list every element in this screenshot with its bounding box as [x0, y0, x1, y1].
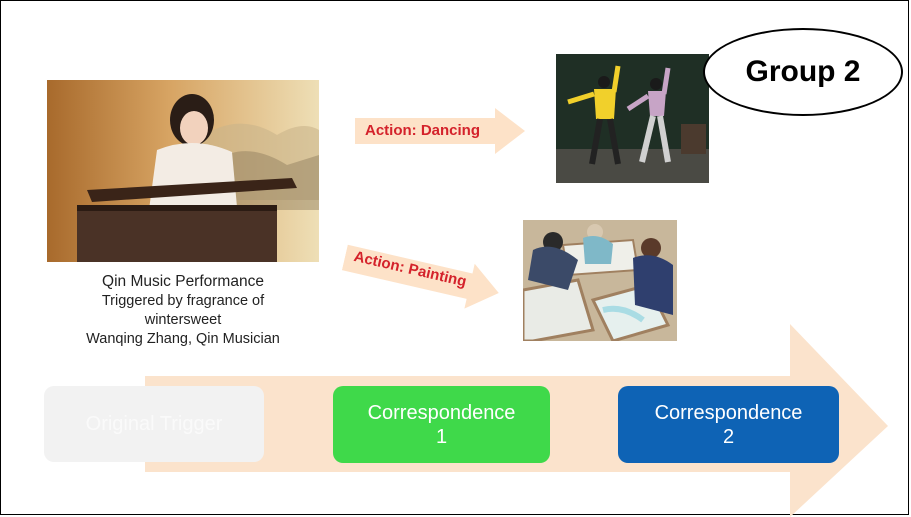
- stage-correspondence-1: Correspondence 1: [333, 386, 550, 463]
- stage-correspondence-2-label: Correspondence 2: [654, 401, 803, 448]
- source-caption: Qin Music Performance Triggered by fragr…: [58, 272, 308, 349]
- caption-credit: Wanqing Zhang, Qin Musician: [86, 331, 280, 347]
- action-arrow-painting: [341, 244, 499, 309]
- action-arrow-dancing: [355, 108, 525, 154]
- dancing-photo: [556, 54, 709, 183]
- group-badge: Group 2: [703, 28, 903, 116]
- action-label-dancing: Action: Dancing: [365, 122, 480, 139]
- painting-photo: [523, 220, 677, 341]
- stage-original-trigger: Original Trigger: [44, 386, 264, 462]
- stage-correspondence-1-label: Correspondence 1: [367, 401, 516, 448]
- stage-correspondence-2: Correspondence 2: [618, 386, 839, 463]
- caption-title: Qin Music Performance: [102, 273, 264, 290]
- group-label: Group 2: [745, 55, 861, 88]
- stage-original-trigger-label: Original Trigger: [85, 413, 223, 435]
- caption-trigger: Triggered by fragrance of wintersweet: [101, 293, 265, 328]
- qin-performance-photo: [47, 80, 319, 262]
